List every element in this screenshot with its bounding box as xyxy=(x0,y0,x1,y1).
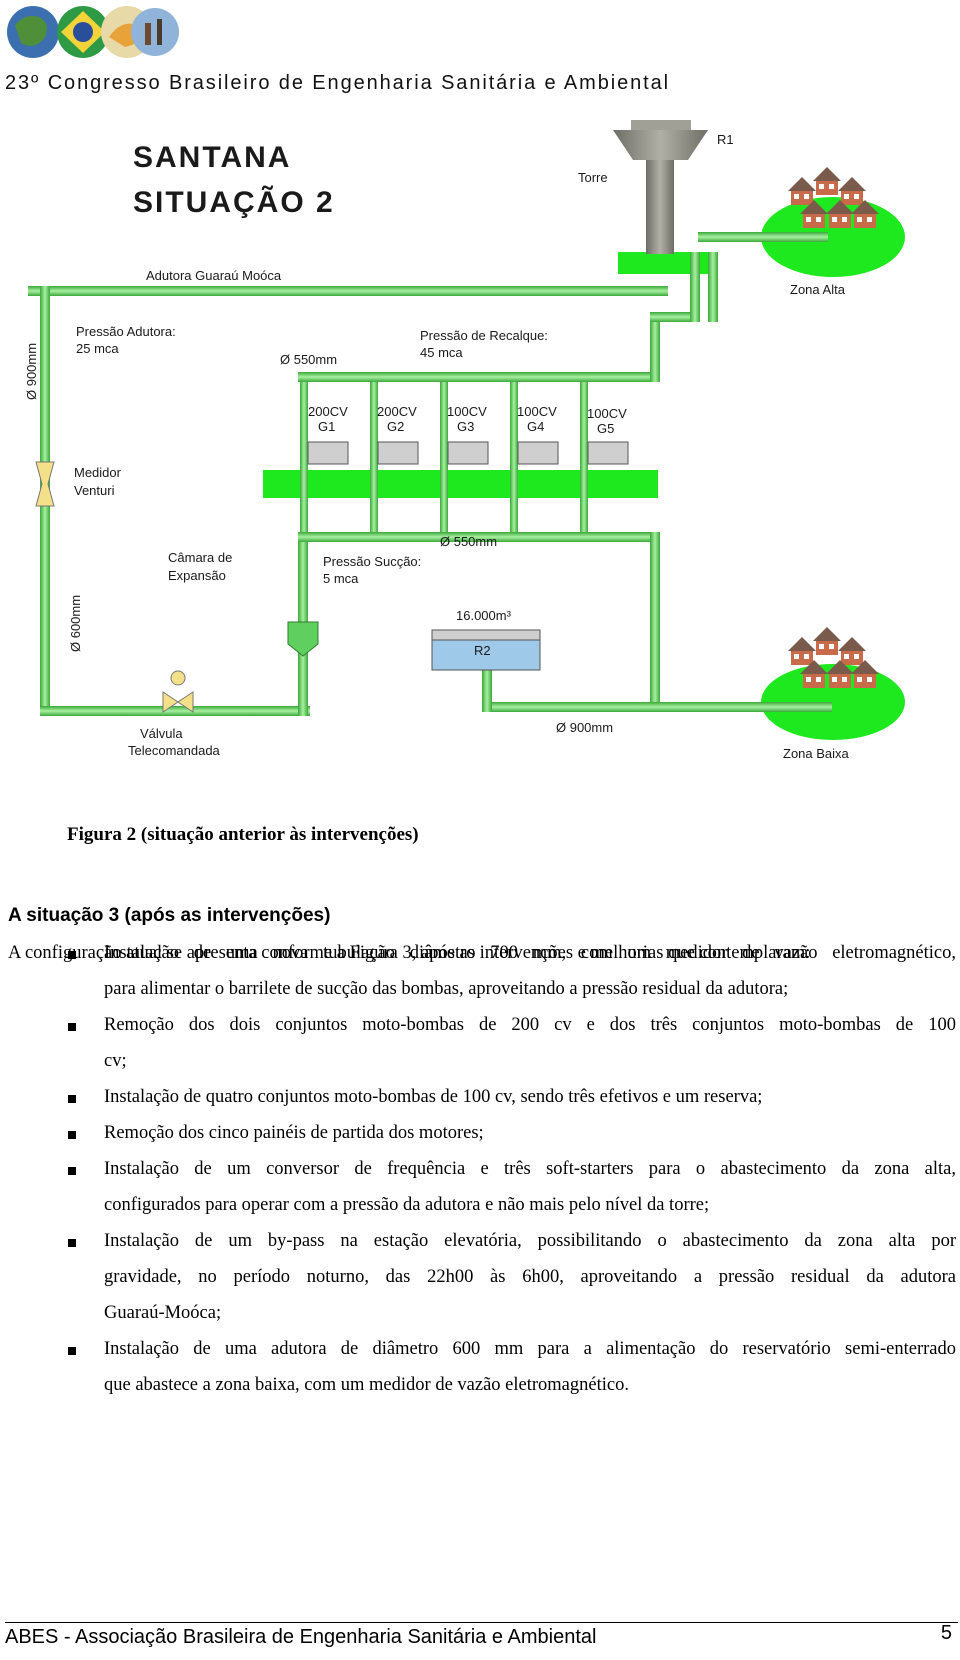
intro-paragraph: A configuração atual se apresenta confor… xyxy=(8,943,811,963)
pump-id-label: G2 xyxy=(387,419,404,434)
r1-label: R1 xyxy=(717,132,734,147)
bullet-line: Instalação de um conversor de frequência… xyxy=(104,1159,956,1179)
d550-bottom-label: Ø 550mm xyxy=(440,534,497,549)
figure-title-line1: SANTANA xyxy=(133,141,291,174)
medidor-label: Medidor xyxy=(74,465,122,480)
pump-id-label: G3 xyxy=(457,419,474,434)
bullet-line: Guaraú-Moóca; xyxy=(104,1303,222,1323)
bullet-line: para alimentar o barrilete de sucção das… xyxy=(104,979,789,999)
figure-caption: Figura 2 (situação anterior às intervenç… xyxy=(67,824,419,845)
pump-power-label: 200CV xyxy=(377,404,417,419)
santana-schematic: SANTANA SITUAÇÃO 2 xyxy=(24,120,905,761)
pump-id-label: G1 xyxy=(318,419,335,434)
section-heading: A situação 3 (após as intervenções) xyxy=(8,905,331,926)
adutora-label: Adutora Guaraú Moóca xyxy=(146,268,282,283)
pressao-succao-value: 5 mca xyxy=(323,571,359,586)
bullet-square xyxy=(68,1239,76,1247)
volume-label: 16.000m³ xyxy=(456,608,512,623)
bullet-line: configurados para operar com a pressão d… xyxy=(104,1195,710,1215)
pump-units xyxy=(307,441,629,465)
bullet-line: Remoção dos cinco painéis de partida dos… xyxy=(104,1123,484,1143)
bullet-square xyxy=(68,1023,76,1031)
d600-label: Ø 600mm xyxy=(68,595,83,652)
venturi-meter xyxy=(35,461,55,507)
d900-bottom-label: Ø 900mm xyxy=(556,720,613,735)
reservoir-r2 xyxy=(431,629,541,671)
r2-label: R2 xyxy=(474,643,491,658)
medidor-label-2: Venturi xyxy=(74,483,115,498)
pressao-recalque-value: 45 mca xyxy=(420,345,463,360)
d900-left-label: Ø 900mm xyxy=(24,343,39,400)
figure-title-line2: SITUAÇÃO 2 xyxy=(133,185,335,219)
header-title: 23º Congresso Brasileiro de Engenharia S… xyxy=(5,72,670,94)
pressao-adutora-label: Pressão Adutora: xyxy=(76,324,176,339)
valvula-label: Válvula xyxy=(140,726,183,741)
pressao-adutora-value: 25 mca xyxy=(76,341,119,356)
pump-power-label: 200CV xyxy=(308,404,348,419)
bullet-line: Instalação de quatro conjuntos moto-bomb… xyxy=(104,1087,763,1107)
valve-left xyxy=(162,691,179,713)
valvula-label-2: Telecomandada xyxy=(128,743,221,758)
bullet-square xyxy=(68,1167,76,1175)
bullet-square xyxy=(68,1131,76,1139)
bullet-square xyxy=(68,1347,76,1355)
footer-text: ABES - Associação Brasileira de Engenhar… xyxy=(5,1626,597,1648)
bullet-line: gravidade, no período noturno, das 22h00… xyxy=(104,1267,956,1287)
bullet-line: Remoção dos dois conjuntos moto-bombas d… xyxy=(104,1015,956,1035)
pump-power-label: 100CV xyxy=(587,406,627,421)
bullet-square xyxy=(68,1095,76,1103)
bullet-line: que abastece a zona baixa, com um medido… xyxy=(104,1375,629,1395)
camara-label: Câmara de xyxy=(168,550,232,565)
camara-label-2: Expansão xyxy=(168,568,226,583)
valve-actuator xyxy=(170,670,186,686)
pump-power-label: 100CV xyxy=(517,404,557,419)
footer-rule xyxy=(5,1622,958,1623)
valve-right xyxy=(177,691,194,713)
congress-logo xyxy=(7,6,179,58)
pump-labels: 200CV G1 200CV G2 100CV G3 100CV G4 100C… xyxy=(308,404,627,436)
bullet-line: cv; xyxy=(104,1051,127,1071)
pump-id-label: G5 xyxy=(597,421,614,436)
pump-power-label: 100CV xyxy=(447,404,487,419)
d550-top-label: Ø 550mm xyxy=(280,352,337,367)
pressao-succao-label: Pressão Sucção: xyxy=(323,554,421,569)
torre-label: Torre xyxy=(578,170,608,185)
pressao-recalque-label: Pressão de Recalque: xyxy=(420,328,548,343)
zona-alta-label: Zona Alta xyxy=(790,282,846,297)
bullet-line: Instalação de uma adutora de diâmetro 60… xyxy=(104,1339,956,1359)
zona-baixa-label: Zona Baixa xyxy=(783,746,850,761)
page-number: 5 xyxy=(940,1622,952,1644)
bullet-line: Instalação de um by-pass na estação elev… xyxy=(104,1231,956,1251)
pump-id-label: G4 xyxy=(527,419,544,434)
tower-r1 xyxy=(613,120,708,254)
expansion-chamber xyxy=(287,621,319,657)
